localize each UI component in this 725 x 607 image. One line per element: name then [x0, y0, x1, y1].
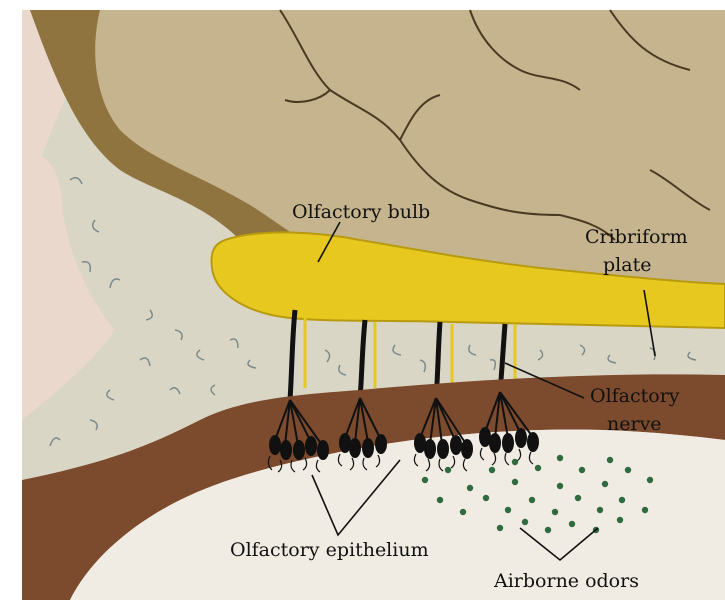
label-olfactory-nerve-line1: Olfactory — [590, 385, 680, 407]
label-airborne-odors: Airborne odors — [493, 570, 639, 592]
label-cribriform-plate-line2: plate — [603, 254, 651, 276]
label-cribriform-plate-line1: Cribriform — [585, 226, 688, 248]
label-olfactory-bulb: Olfactory bulb — [292, 201, 430, 223]
label-olfactory-epithelium: Olfactory epithelium — [230, 539, 429, 561]
label-olfactory-nerve-line2: nerve — [607, 413, 662, 435]
